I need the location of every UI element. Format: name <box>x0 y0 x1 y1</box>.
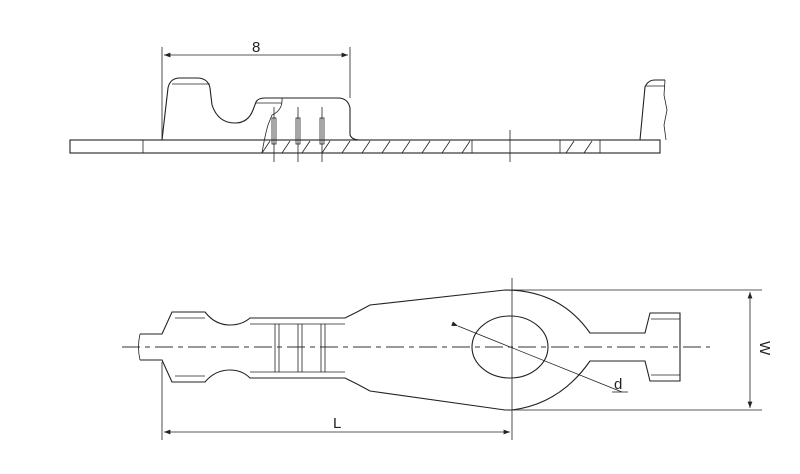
stud-hole <box>471 315 549 379</box>
plan-view: d W L <box>122 278 773 440</box>
side-view: 8 <box>69 39 668 162</box>
width-w-label: W <box>756 341 773 356</box>
length-l-label: L <box>333 415 341 432</box>
diameter-d-label: d <box>614 376 622 393</box>
crimp-bars <box>274 324 326 372</box>
section-hatching <box>261 140 593 154</box>
dimension-8-label: 8 <box>252 39 260 56</box>
crimp-serrations <box>271 107 325 162</box>
